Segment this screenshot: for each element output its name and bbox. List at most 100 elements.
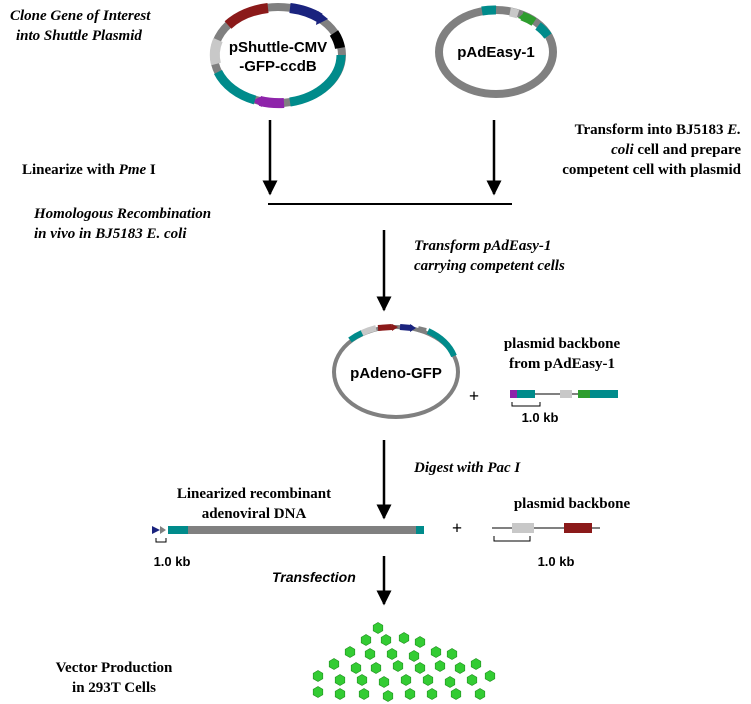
linear-teal-end xyxy=(416,526,424,534)
virus-particles xyxy=(312,622,496,702)
backbone1-caption-line1: plasmid backbone xyxy=(504,336,621,352)
virus-particle xyxy=(434,660,446,672)
transform2-caption-line2: carrying competent cells xyxy=(414,258,565,274)
virus-particle xyxy=(312,686,324,698)
linear-scale-bracket xyxy=(155,538,167,543)
virus-particle xyxy=(484,670,496,682)
virus-particle xyxy=(334,688,346,700)
padeno-red-arrowhead xyxy=(392,324,398,331)
backbone2-scale-bracket xyxy=(493,536,531,542)
virus-particle xyxy=(344,646,356,658)
virus-particle xyxy=(334,674,346,686)
digest-caption: Digest with Pac I xyxy=(413,460,521,476)
virus-particle xyxy=(386,648,398,660)
pshuttle-navy-segment xyxy=(289,3,323,23)
pshuttle-purple-arrowhead xyxy=(252,96,262,107)
virus-particle xyxy=(474,688,486,700)
backbone1-caption-line2: from pAdEasy-1 xyxy=(509,356,615,372)
virus-particle xyxy=(414,636,426,648)
virus-particle xyxy=(378,676,390,688)
padeno-teal-segment-2 xyxy=(426,328,457,358)
backbone1-teal-block xyxy=(517,390,535,398)
padeasy-green-arrowhead xyxy=(518,13,526,21)
transform-caption-line3: competent cell with plasmid xyxy=(562,162,741,178)
backbone1-grey-block xyxy=(560,390,572,398)
scale-label-1: 1.0 kb xyxy=(522,410,559,425)
vector-caption-line2: in 293T Cells xyxy=(72,680,156,696)
scale-label-3: 1.0 kb xyxy=(538,554,575,569)
backbone1-green-block xyxy=(578,390,590,398)
linear-teal-block xyxy=(168,526,188,534)
linearized-caption-line1: Linearized recombinant xyxy=(177,486,331,502)
virus-particle xyxy=(380,634,392,646)
virus-particle xyxy=(382,690,394,702)
backbone1-map xyxy=(510,390,618,407)
virus-particle xyxy=(358,688,370,700)
padeno-red-segment xyxy=(377,324,393,331)
pshuttle-lightgrey-segment xyxy=(209,38,223,66)
pshuttle-label-line1: pShuttle-CMV xyxy=(229,39,327,56)
padeasy-label: pAdEasy-1 xyxy=(457,44,535,61)
pshuttle-black-block xyxy=(329,30,345,50)
virus-particle xyxy=(414,662,426,674)
backbone1-scale-bracket xyxy=(511,402,541,407)
linear-grey-arrow xyxy=(160,526,166,534)
virus-particle xyxy=(444,676,456,688)
linearize-caption: Linearize with Pme I xyxy=(22,162,156,178)
virus-particle xyxy=(422,674,434,686)
pshuttle-teal-arc xyxy=(289,54,346,107)
pshuttle-purple-segment xyxy=(258,96,285,109)
virus-particle xyxy=(350,662,362,674)
virus-particle xyxy=(398,632,410,644)
plus-sign-2: + xyxy=(452,518,462,538)
homologous-caption-line2: in vivo in BJ5183 E. coli xyxy=(34,226,187,242)
transform-caption-line2: coli cell and prepare xyxy=(611,142,741,158)
virus-particle xyxy=(426,688,438,700)
backbone2-red-block xyxy=(564,523,592,533)
plus-sign-1: + xyxy=(469,386,479,406)
padeno-grey-segment-2 xyxy=(417,326,427,334)
backbone2-grey-block xyxy=(512,523,534,533)
backbone2-map xyxy=(492,523,600,542)
linearized-dna-map xyxy=(152,526,424,543)
virus-particle xyxy=(446,648,458,660)
padeno-grey-segment xyxy=(360,325,377,336)
pshuttle-teal-arc-2 xyxy=(213,69,257,105)
backbone2-caption: plasmid backbone xyxy=(514,496,631,512)
pshuttle-plasmid: pShuttle-CMV -GFP-ccdB xyxy=(209,3,346,109)
padeno-gfp-plasmid: pAdeno-GFP xyxy=(332,324,460,419)
virus-particle xyxy=(364,648,376,660)
padeasy-teal-segment xyxy=(481,5,497,16)
padeno-label: pAdeno-GFP xyxy=(350,365,442,382)
homologous-caption-line1: Homologous Recombination xyxy=(33,206,211,222)
virus-particle xyxy=(470,658,482,670)
virus-particle xyxy=(466,674,478,686)
virus-particle xyxy=(450,688,462,700)
virus-particle xyxy=(360,634,372,646)
clone-caption-line2: into Shuttle Plasmid xyxy=(16,28,142,44)
virus-particle xyxy=(392,660,404,672)
virus-particle xyxy=(404,688,416,700)
padeno-teal-segment xyxy=(348,330,364,343)
transform-caption-line1: Transform into BJ5183 E. xyxy=(575,122,741,138)
virus-particle xyxy=(372,622,384,634)
backbone1-teal-block-2 xyxy=(590,390,618,398)
virus-particle xyxy=(356,674,368,686)
pshuttle-navy-arrowhead xyxy=(316,11,328,25)
virus-particle xyxy=(312,670,324,682)
virus-particle xyxy=(454,662,466,674)
backbone1-purple-block xyxy=(510,390,517,398)
transform2-caption-line1: Transform pAdEasy-1 xyxy=(414,238,551,254)
clone-caption-line1: Clone Gene of Interest xyxy=(10,8,151,24)
pshuttle-label-line2: -GFP-ccdB xyxy=(239,58,317,75)
padeno-navy-arrowhead xyxy=(410,324,416,332)
linear-grey-bar xyxy=(188,526,416,534)
virus-particle xyxy=(408,650,420,662)
linear-navy-arrow xyxy=(152,526,160,534)
linearized-caption-line2: adenoviral DNA xyxy=(202,506,307,522)
pshuttle-red-segment xyxy=(224,3,269,29)
virus-particle xyxy=(328,658,340,670)
transfection-caption: Transfection xyxy=(272,569,356,585)
vector-caption-line1: Vector Production xyxy=(56,660,173,676)
